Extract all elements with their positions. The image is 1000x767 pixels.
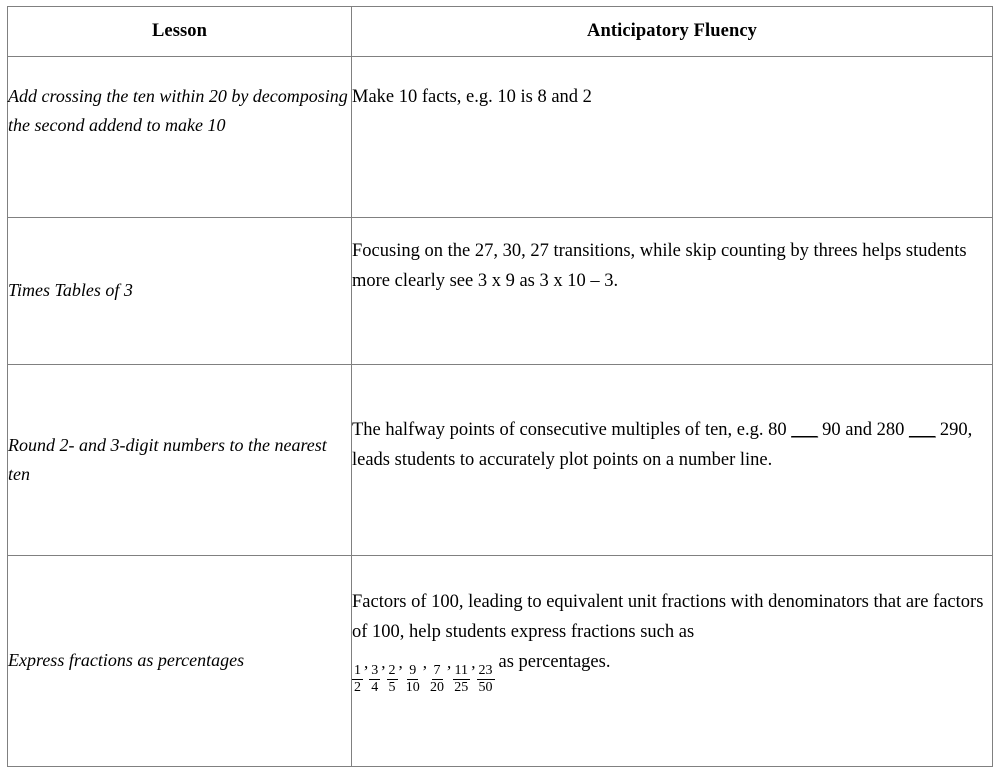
fluency-cell: Focusing on the 27, 30, 27 transitions, … xyxy=(351,217,993,365)
column-header-anticipatory-fluency: Anticipatory Fluency xyxy=(351,6,993,57)
fraction-separator: , xyxy=(471,652,476,672)
lesson-text: Add crossing the ten within 20 by decomp… xyxy=(8,86,348,136)
fluency-cell: Make 10 facts, e.g. 10 is 8 and 2 xyxy=(351,56,993,218)
fraction-numerator: 7 xyxy=(431,663,443,681)
table-header-row: Lesson Anticipatory Fluency xyxy=(7,6,993,57)
fluency-text-part-1: The halfway points of consecutive multip… xyxy=(352,420,787,440)
fraction-separator: , xyxy=(398,652,403,672)
column-header-lesson-label: Lesson xyxy=(151,21,208,42)
lesson-cell: Round 2- and 3-digit numbers to the near… xyxy=(7,364,352,556)
fill-in-blank-1: ___ xyxy=(791,420,818,440)
column-header-lesson: Lesson xyxy=(7,6,352,57)
fluency-tail-text: as percentages. xyxy=(498,651,611,672)
fraction-numerator: 9 xyxy=(407,663,419,681)
lesson-cell: Express fractions as percentages xyxy=(7,555,352,767)
document-page: Lesson Anticipatory Fluency Add crossing… xyxy=(7,6,993,767)
fraction-numerator: 3 xyxy=(369,663,381,681)
anticipatory-fluency-table: Lesson Anticipatory Fluency Add crossing… xyxy=(7,6,993,767)
table-row: Round 2- and 3-digit numbers to the near… xyxy=(7,364,993,556)
column-header-anticipatory-fluency-label: Anticipatory Fluency xyxy=(586,21,758,42)
fluency-cell: The halfway points of consecutive multip… xyxy=(351,364,993,556)
fill-in-blank-2: ___ xyxy=(909,420,936,440)
lesson-cell: Add crossing the ten within 20 by decomp… xyxy=(7,56,352,218)
fraction-separator: , xyxy=(381,652,386,672)
fluency-text: Make 10 facts, e.g. 10 is 8 and 2 xyxy=(352,87,592,107)
fraction-separator: , xyxy=(422,652,427,672)
fraction-denominator: 2 xyxy=(354,679,361,695)
fraction-separator: , xyxy=(364,652,369,672)
fraction-denominator: 4 xyxy=(371,679,379,695)
fluency-cell: Factors of 100, leading to equivalent un… xyxy=(351,555,993,767)
lesson-cell: Times Tables of 3 xyxy=(7,217,352,365)
lesson-text: Round 2- and 3-digit numbers to the near… xyxy=(8,434,327,484)
lesson-text: Times Tables of 3 xyxy=(8,280,133,301)
fraction-denominator: 50 xyxy=(478,679,493,695)
table-row: Times Tables of 3 Focusing on the 27, 30… xyxy=(7,217,993,365)
fraction-separator: , xyxy=(447,652,452,672)
fraction-numerator: 1 xyxy=(352,663,363,681)
table-row: Add crossing the ten within 20 by decomp… xyxy=(7,56,993,218)
fraction-numerator: 23 xyxy=(476,663,495,681)
fraction-numerator: 11 xyxy=(452,663,470,681)
fluency-intro-text: Factors of 100, leading to equivalent un… xyxy=(352,592,984,642)
fraction-denominator: 10 xyxy=(405,679,420,695)
fluency-text-part-3: 290, leads students to accurately plot p… xyxy=(352,420,973,470)
fraction-denominator: 5 xyxy=(388,679,396,695)
fluency-text: Focusing on the 27, 30, 27 transitions, … xyxy=(352,241,967,291)
fraction-numerator: 2 xyxy=(386,663,398,681)
fluency-text-part-2: 90 and 280 xyxy=(822,420,905,440)
table-row: Express fractions as percentages Factors… xyxy=(7,555,993,767)
fraction-denominator: 25 xyxy=(454,679,469,695)
lesson-text: Express fractions as percentages xyxy=(8,650,245,671)
fraction-denominator: 20 xyxy=(430,679,444,695)
